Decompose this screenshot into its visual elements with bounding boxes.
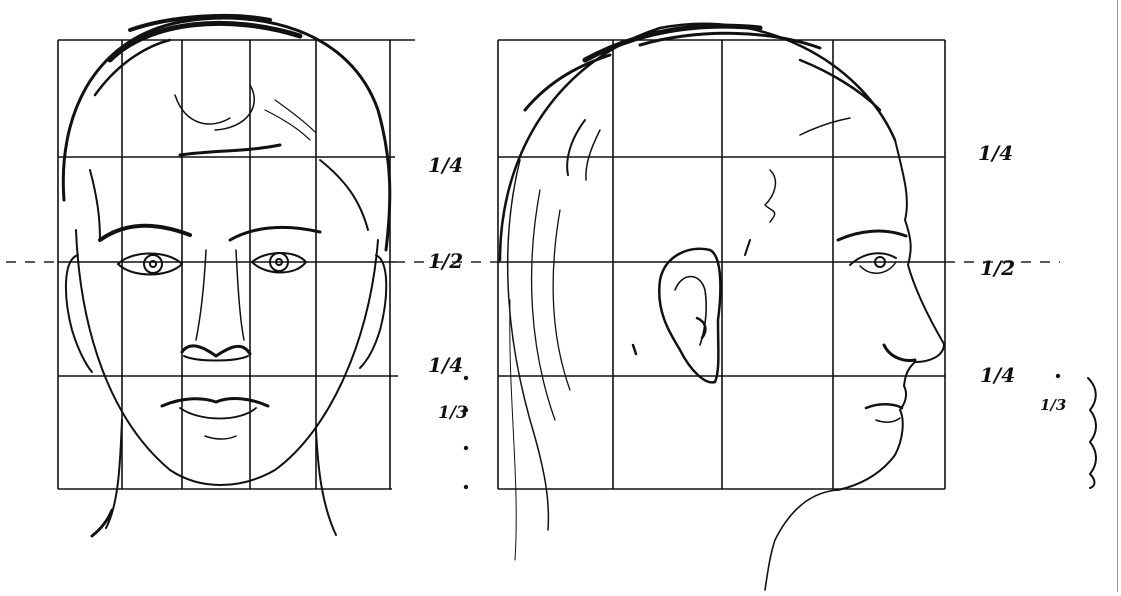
frontal-label-half: 1/2 <box>428 249 463 273</box>
frontal-label-lower-quarter: 1/4 <box>428 353 463 377</box>
frontal-face-sketch <box>63 16 390 536</box>
profile-label-third: 1/3 <box>1040 396 1066 414</box>
right-frame-border <box>1117 0 1118 592</box>
frontal-label-third: 1/3 <box>438 403 468 423</box>
frontal-labels: 1/4 1/2 1/4 1/3 <box>428 153 468 489</box>
profile-label-half: 1/2 <box>980 256 1015 280</box>
profile-label-lower-quarter: 1/4 <box>980 363 1015 387</box>
profile-third-brackets <box>1088 378 1096 488</box>
profile-view: 1/4 1/2 1/4 1/3 <box>498 24 1096 590</box>
profile-label-upper-quarter: 1/4 <box>978 141 1013 165</box>
frontal-third-dot <box>464 408 468 412</box>
frontal-third-dot <box>464 485 468 489</box>
frontal-third-dot <box>464 446 468 450</box>
frontal-label-upper-quarter: 1/4 <box>428 153 463 177</box>
profile-third-dot <box>1056 374 1060 378</box>
profile-labels: 1/4 1/2 1/4 1/3 <box>978 141 1096 488</box>
frontal-view: 1/4 1/2 1/4 1/3 <box>58 16 468 536</box>
frontal-third-dot <box>464 376 468 380</box>
